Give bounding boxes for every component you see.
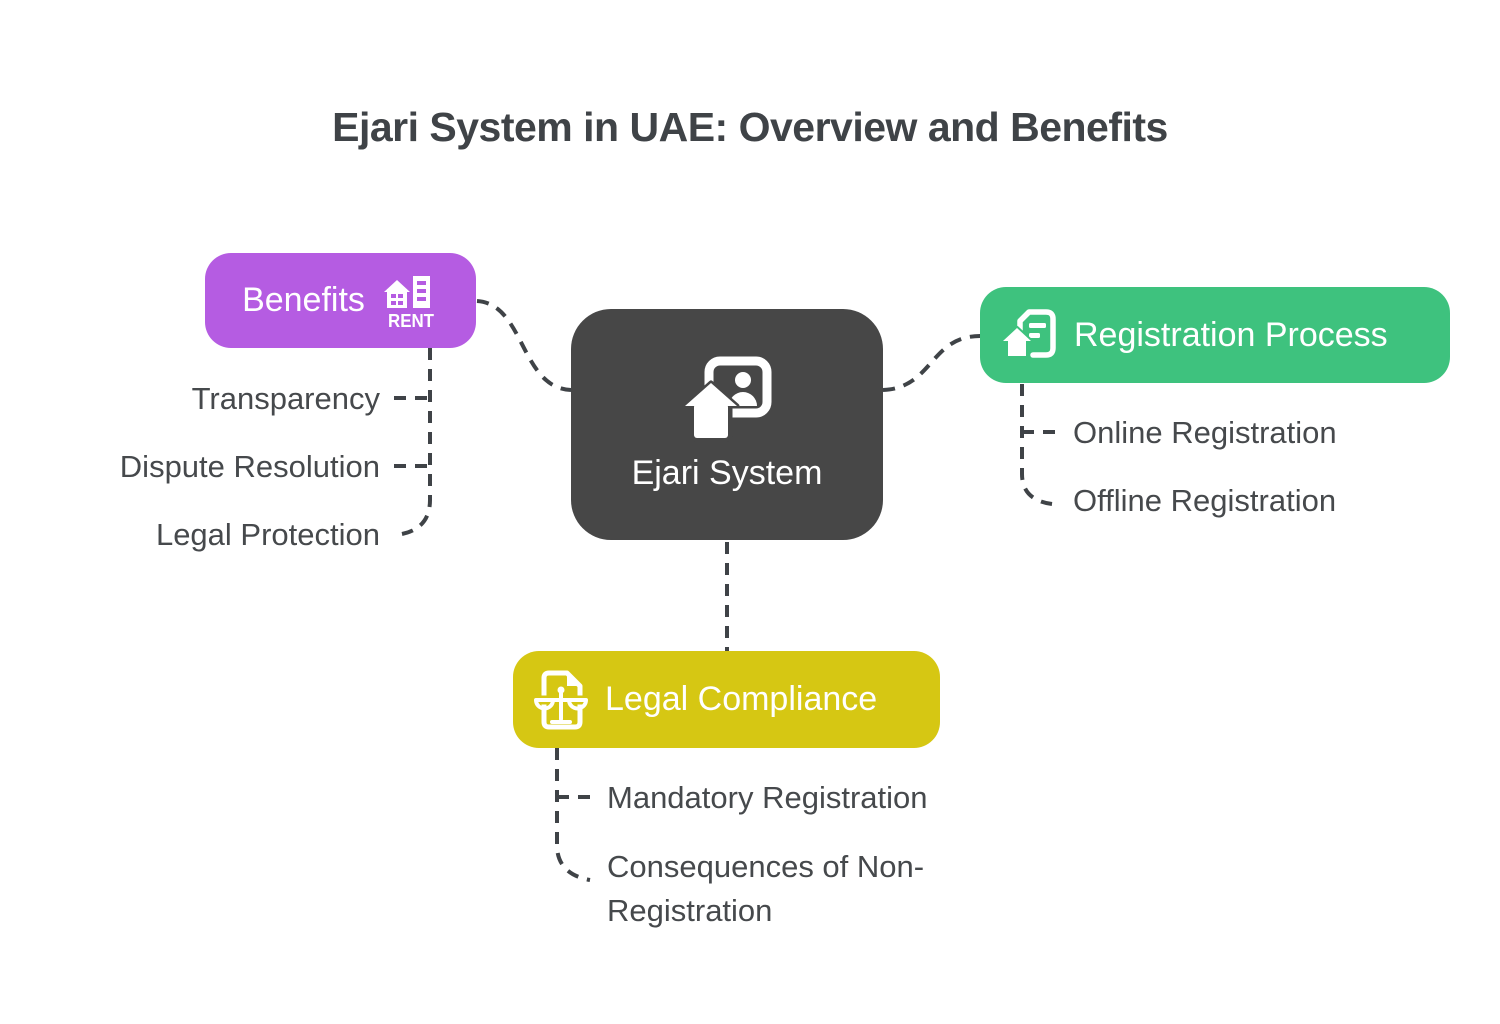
legal-compliance-node: Legal Compliance [513, 651, 940, 748]
leaf-online-registration: Online Registration [1073, 415, 1337, 450]
registration-process-node: Registration Process [980, 287, 1450, 383]
leaf-consequences-non-registration: Consequences of Non-Registration [607, 849, 925, 928]
ejari-system-label: Ejari System [631, 454, 823, 492]
connector-benefits-center [476, 299, 572, 392]
leaf-offline-registration: Offline Registration [1073, 483, 1337, 518]
benefits-node: Benefits RENT [205, 253, 476, 348]
leaf-mandatory-registration: Mandatory Registration [607, 780, 928, 815]
document-scales-icon [533, 670, 589, 729]
ejari-system-node: Ejari System [571, 309, 883, 540]
leaf-transparency: Transparency [191, 381, 380, 416]
diagram-title: Ejari System in UAE: Overview and Benefi… [332, 104, 1168, 150]
connector-registration-spine [1020, 384, 1053, 506]
leaf-legal-protection: Legal Protection [155, 517, 380, 552]
connector-center-registration [882, 334, 981, 392]
rent-buildings-icon: RENT [383, 275, 434, 330]
legal-compliance-label: Legal Compliance [605, 680, 878, 718]
connector-legal-spine [555, 748, 591, 882]
registration-process-label: Registration Process [1074, 315, 1388, 354]
connector-benefits-spine [401, 348, 432, 536]
house-id-card-icon [682, 356, 772, 442]
document-house-icon [1002, 309, 1056, 358]
benefits-node-label: Benefits [242, 281, 365, 319]
rent-icon-text: RENT [388, 311, 434, 330]
leaf-dispute-resolution: Dispute Resolution [119, 449, 380, 484]
